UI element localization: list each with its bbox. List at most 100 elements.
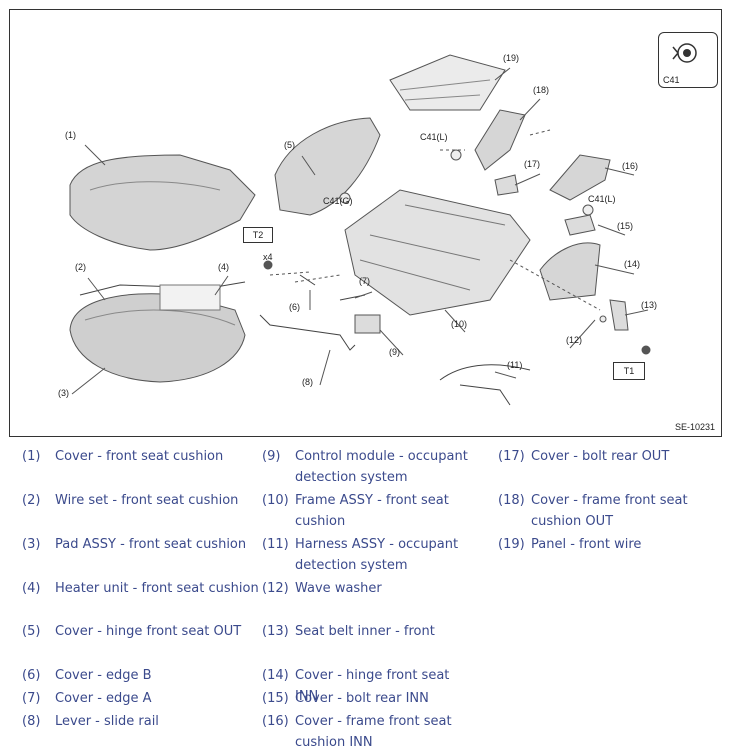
legend-item: (6) Cover - edge B	[22, 665, 285, 686]
legend-item: (14) Cover - hinge front seat INN	[262, 665, 475, 707]
callout-7: (7)	[359, 276, 370, 286]
legend-item: (16) Cover - frame front seat cushion INN	[262, 711, 475, 753]
bolt-cover-inn-part	[564, 214, 596, 236]
legend-item-name: Cover - frame front seat cushion OUT	[531, 493, 688, 529]
legend-item-name: Control module - occupant detection syst…	[295, 449, 468, 485]
clip-label-c41-l-left: C41(L)	[420, 132, 448, 142]
legend-item: (10) Frame ASSY - front seat cushion	[262, 490, 475, 532]
callout-14: (14)	[624, 259, 640, 269]
legend-item-number: (9)	[262, 449, 281, 464]
legend-item-name: Cover - edge A	[55, 691, 152, 706]
parts-legend: (1)Cover - front seat cushion (2)Wire set…	[0, 437, 732, 755]
legend-item: (3) Pad ASSY - front seat cushion	[22, 534, 285, 555]
front-wire-panel-part	[389, 54, 506, 111]
cushion-pad-part	[69, 293, 246, 383]
clip-c41-l-left	[450, 149, 462, 161]
legend-item: (15) Cover - bolt rear INN	[262, 688, 475, 709]
cushion-cover-part	[69, 154, 256, 251]
legend-item-number: (6)	[22, 668, 41, 683]
clip-symbol-label: C41	[663, 75, 680, 85]
torque-box-t1: T1	[613, 362, 645, 380]
legend-item-name: Cover - front seat cushion	[55, 449, 224, 464]
callout-5: (5)	[284, 140, 295, 150]
legend-item: (5) Cover - hinge front seat OUT	[22, 621, 285, 642]
legend-item-name: Cover - bolt rear OUT	[531, 449, 670, 464]
callout-13: (13)	[641, 300, 657, 310]
legend-item: (7) Cover - edge A	[22, 688, 285, 709]
legend-item-number: (10)	[262, 493, 289, 508]
legend-item-name: Seat belt inner - front	[295, 624, 435, 639]
callout-10: (10)	[451, 319, 467, 329]
callout-4: (4)	[218, 262, 229, 272]
legend-item-name: Harness ASSY - occupant detection system	[295, 537, 459, 573]
bolt-t1	[641, 345, 651, 355]
diagram-artwork: (1) (2) (3) (4) (5) (6) (7) (8) (9) (10)…	[58, 53, 657, 406]
frame-cover-inn-part	[549, 154, 611, 201]
legend-item: (9) Control module - occupant detection s…	[262, 446, 475, 488]
legend-item-number: (18)	[498, 493, 525, 508]
exploded-parts-diagram: (1) (2) (3) (4) (5) (6) (7) (8) (9) (10)…	[9, 9, 722, 437]
legend-item-number: (4)	[22, 581, 41, 596]
legend-item-name: Panel - front wire	[531, 537, 642, 552]
legend-item: (8)Lever - slide rail	[22, 711, 285, 732]
legend-item-name: Wave washer	[295, 581, 382, 596]
legend-item-number: (14)	[262, 668, 289, 683]
legend-item: (13)Seat belt inner - front	[262, 621, 475, 642]
callout-2: (2)	[75, 262, 86, 272]
control-module-part	[354, 314, 381, 334]
callout-18: (18)	[533, 85, 549, 95]
legend-item: (19) Panel - front wire	[498, 534, 731, 555]
hinge-cover-inn-part	[539, 242, 601, 301]
seat-belt-inner-part	[609, 299, 629, 331]
seat-frame-part	[344, 189, 531, 316]
callout-11: (11)	[507, 360, 522, 370]
legend-item: (11) Harness ASSY - occupant detection sy…	[262, 534, 475, 576]
clip-symbol-box: C41	[658, 32, 718, 88]
torque-box-t2: T2	[243, 227, 273, 243]
slide-lever-part	[259, 314, 356, 351]
legend-item-number: (2)	[22, 493, 41, 508]
legend-item-name: Pad ASSY - front seat cushion	[55, 537, 247, 552]
heater-unit-part	[159, 284, 221, 311]
clip-c41-l-right	[582, 204, 594, 216]
legend-item-name: Cover - edge B	[55, 668, 152, 683]
callout-3: (3)	[58, 388, 69, 398]
legend-item-name: Cover - hinge front seat INN	[295, 668, 450, 704]
wave-washer-part	[599, 315, 607, 323]
legend-item: (1)Cover - front seat cushion	[22, 446, 285, 467]
callout-8: (8)	[302, 377, 313, 387]
document-id: SE-10231	[674, 422, 715, 432]
clip-c41-g	[339, 192, 351, 204]
callout-17: (17)	[524, 159, 540, 169]
callout-1: (1)	[65, 130, 76, 140]
legend-item-name: Cover - bolt rear INN	[295, 691, 429, 706]
legend-item-number: (8)	[22, 714, 41, 729]
legend-item-number: (3)	[22, 537, 41, 552]
callout-19: (19)	[503, 53, 519, 63]
legend-item-name: Cover - hinge front seat OUT	[55, 624, 242, 639]
legend-item: (18) Cover - frame front seat cushion OUT	[498, 490, 731, 532]
legend-item-number: (17)	[498, 449, 525, 464]
legend-item: (4)Heater unit - front seat cushion	[22, 578, 285, 599]
legend-item-name: Cover - frame front seat cushion INN	[295, 714, 452, 750]
legend-item-number: (5)	[22, 624, 41, 639]
frame-cover-out-part	[474, 109, 526, 171]
legend-item: (2)Wire set - front seat cushion	[22, 490, 285, 511]
legend-item: (17) Cover - bolt rear OUT	[498, 446, 731, 467]
legend-item-number: (16)	[262, 714, 289, 729]
legend-item-number: (15)	[262, 691, 289, 706]
bolt-cover-out-part	[494, 174, 519, 196]
clip-label-c41-l-right: C41(L)	[588, 194, 616, 204]
legend-item-number: (11)	[262, 537, 289, 552]
legend-item-number: (19)	[498, 537, 525, 552]
hinge-cover-out-part	[274, 117, 381, 216]
harness-part	[439, 364, 531, 406]
legend-item-number: (7)	[22, 691, 41, 706]
callout-9: (9)	[389, 347, 400, 357]
clip-label-c41-g: C41(G)	[323, 196, 353, 206]
bolt-t2	[263, 260, 273, 270]
callout-12: (12)	[566, 335, 582, 345]
callout-15: (15)	[617, 221, 633, 231]
legend-item-name: Frame ASSY - front seat cushion	[295, 493, 449, 529]
callout-16: (16)	[622, 161, 638, 171]
